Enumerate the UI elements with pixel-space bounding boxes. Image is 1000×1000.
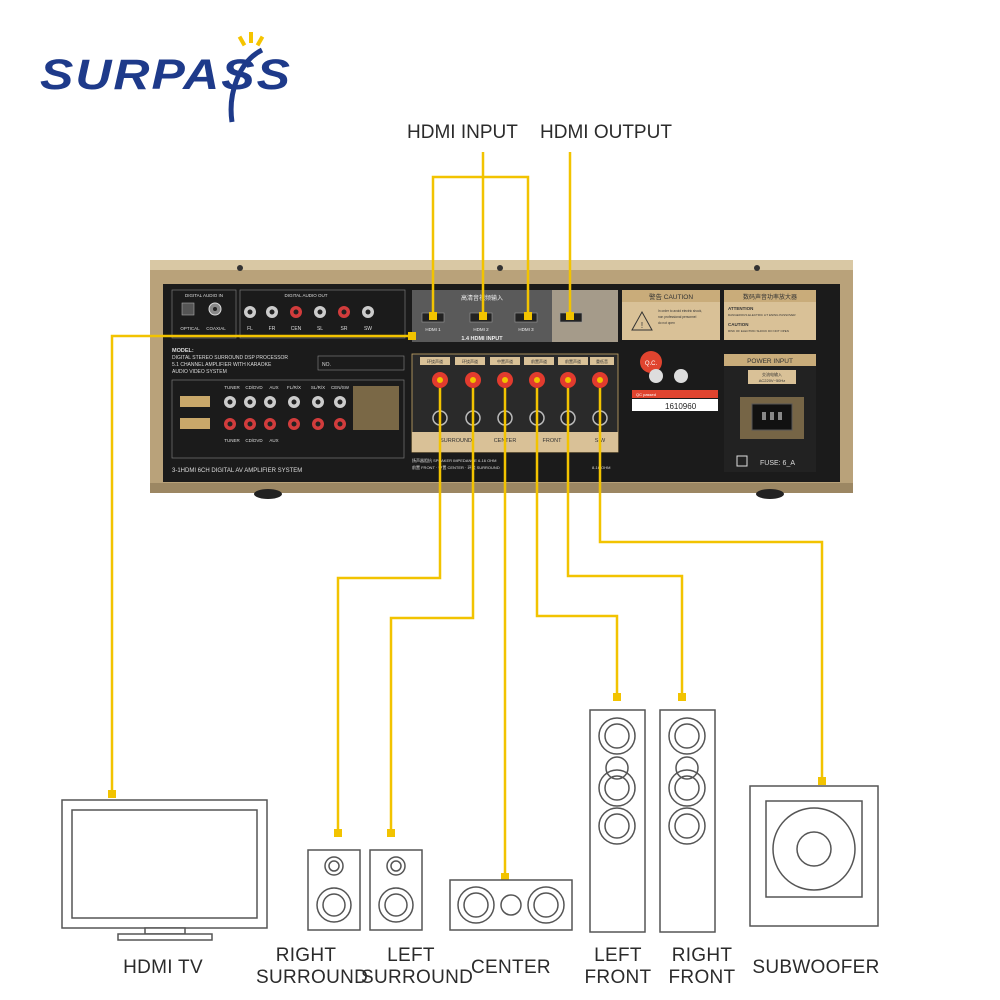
svg-text:CAUTION: CAUTION	[728, 322, 749, 327]
svg-text:!: !	[641, 321, 643, 330]
wire-left-surround	[389, 388, 475, 834]
svg-text:SW: SW	[364, 326, 372, 332]
svg-text:RISK OF ELECTRIC SHOCK DO NOT: RISK OF ELECTRIC SHOCK DO NOT OPEN	[728, 329, 789, 333]
audio-out-jacks	[244, 306, 374, 318]
right-front-speaker-icon	[659, 709, 716, 933]
logo-spark-icon	[237, 32, 265, 47]
svg-text:AUDIO VIDEO SYSTEM: AUDIO VIDEO SYSTEM	[172, 369, 227, 375]
svg-text:OPTICAL: OPTICAL	[180, 326, 200, 331]
svg-text:DIGITAL STEREO SURROUND DSP PR: DIGITAL STEREO SURROUND DSP PROCESSOR	[172, 355, 288, 361]
svg-text:MODEL:: MODEL:	[172, 348, 194, 354]
subwoofer-icon	[749, 785, 879, 927]
svg-text:1.4 HDMI INPUT: 1.4 HDMI INPUT	[461, 336, 503, 342]
left-surround-label: LEFT SURROUND	[361, 945, 474, 988]
svg-text:ATTENTION: ATTENTION	[728, 306, 753, 311]
svg-text:交流电输入: 交流电输入	[762, 371, 782, 377]
svg-text:NO.: NO.	[322, 362, 331, 368]
left-surround-speaker-icon	[369, 849, 423, 931]
wire-hdmi-tv	[110, 334, 412, 796]
svg-text:1610960: 1610960	[665, 402, 697, 411]
hdmi-tv-label: HDMI TV	[123, 957, 203, 978]
hdmi-output-label: HDMI OUTPUT	[540, 122, 672, 143]
svg-text:SURROUND: SURROUND	[440, 438, 472, 444]
center-label: CENTER	[471, 957, 551, 978]
svg-text:5.1 CHANNEL AMPLIFIER WITH KAR: 5.1 CHANNEL AMPLIFIER WITH KARAOKE	[172, 362, 272, 368]
svg-text:前置声道: 前置声道	[565, 358, 581, 364]
svg-text:TUNER: TUNER	[224, 385, 240, 390]
svg-text:环绕声道: 环绕声道	[462, 358, 478, 364]
svg-text:AUX: AUX	[269, 385, 278, 390]
svg-text:环绕声道: 环绕声道	[427, 358, 443, 364]
brand-logo: SURPASS	[40, 32, 290, 123]
svg-text:重低音: 重低音	[596, 358, 608, 364]
hdmi-tv-icon	[61, 799, 268, 941]
amplifier: DIGITAL AUDIO IN OPTICAL COAXIAL DIGITAL…	[150, 260, 853, 499]
svg-text:SL: SL	[317, 326, 323, 332]
svg-text:POWER INPUT: POWER INPUT	[747, 358, 793, 365]
wire-hdmi-input	[431, 152, 485, 316]
svg-text:DIGITAL AUDIO OUT: DIGITAL AUDIO OUT	[284, 293, 327, 298]
svg-text:QC passed: QC passed	[636, 392, 656, 397]
svg-text:3-1HDMI 6CH DIGITAL AV AMPLIFI: 3-1HDMI 6CH DIGITAL AV AMPLIFIER SYSTEM	[172, 468, 302, 474]
right-surround-label: RIGHT SURROUND	[256, 945, 369, 988]
left-front-speaker-icon	[589, 709, 646, 933]
svg-text:non professional personnel: non professional personnel	[658, 315, 697, 319]
svg-text:HDMI 1: HDMI 1	[425, 327, 441, 332]
svg-text:FL/R/X: FL/R/X	[287, 385, 301, 390]
hdmi-input-label: HDMI INPUT	[407, 122, 518, 143]
wire-right-surround	[336, 388, 442, 834]
wire-right-front	[566, 388, 684, 698]
svg-text:SR: SR	[341, 326, 348, 332]
svg-text:HDMI 2: HDMI 2	[473, 327, 489, 332]
right-front-label: RIGHT FRONT	[668, 945, 736, 988]
digital-audio-in-label: DIGITAL AUDIO IN	[185, 293, 223, 298]
svg-text:前置 FRONT · 中置 CENTER · 环绕 SURR: 前置 FRONT · 中置 CENTER · 环绕 SURROUND	[412, 464, 500, 470]
svg-text:DANGEROUS ELECTRIC LIT ENING P: DANGEROUS ELECTRIC LIT ENING PASSOVER	[728, 313, 796, 317]
subwoofer-label: SUBWOOFER	[752, 957, 880, 978]
center-speaker-icon	[449, 879, 573, 931]
svg-text:FUSE: 6_A: FUSE: 6_A	[760, 460, 795, 467]
wires	[110, 152, 824, 880]
svg-text:警告 CAUTION: 警告 CAUTION	[649, 292, 693, 301]
svg-text:CEN: CEN	[291, 326, 302, 332]
svg-text:do not open: do not open	[658, 321, 675, 325]
svg-text:扬声器阻抗 SPEAKER IMPEDANCE 6-16 O: 扬声器阻抗 SPEAKER IMPEDANCE 6-16 OHM	[412, 457, 496, 463]
svg-text:CEN/SW: CEN/SW	[331, 385, 350, 390]
right-surround-speaker-icon	[307, 849, 361, 931]
svg-text:SL/R/X: SL/R/X	[311, 385, 325, 390]
logo-swoosh	[228, 47, 264, 123]
svg-text:AC220V~50Hz: AC220V~50Hz	[759, 378, 786, 383]
svg-text:COAXIAL: COAXIAL	[206, 326, 226, 331]
svg-text:数码声音功率放大器: 数码声音功率放大器	[743, 293, 797, 301]
svg-text:In order to avoid electric sho: In order to avoid electric shock,	[658, 309, 702, 313]
svg-text:AUX: AUX	[269, 438, 278, 443]
svg-text:中置声道: 中置声道	[497, 358, 513, 364]
qc-seal	[640, 351, 662, 373]
svg-text:FRONT: FRONT	[543, 438, 563, 444]
optical-port	[181, 302, 195, 316]
svg-text:TUNER: TUNER	[224, 438, 240, 443]
input-jacks	[224, 396, 346, 430]
svg-text:FR: FR	[269, 326, 276, 332]
wire-left-front	[535, 388, 619, 698]
left-front-label: LEFT FRONT	[584, 945, 652, 988]
wire-connectors	[108, 312, 826, 881]
svg-text:CD/DVD: CD/DVD	[245, 438, 263, 443]
svg-text:HDMI 3: HDMI 3	[518, 327, 534, 332]
svg-text:前置声道: 前置声道	[531, 358, 547, 364]
wire-subwoofer	[598, 388, 824, 782]
svg-text:CD/DVD: CD/DVD	[245, 385, 263, 390]
svg-text:Q.C.: Q.C.	[645, 361, 658, 367]
svg-text:FL: FL	[247, 326, 253, 332]
